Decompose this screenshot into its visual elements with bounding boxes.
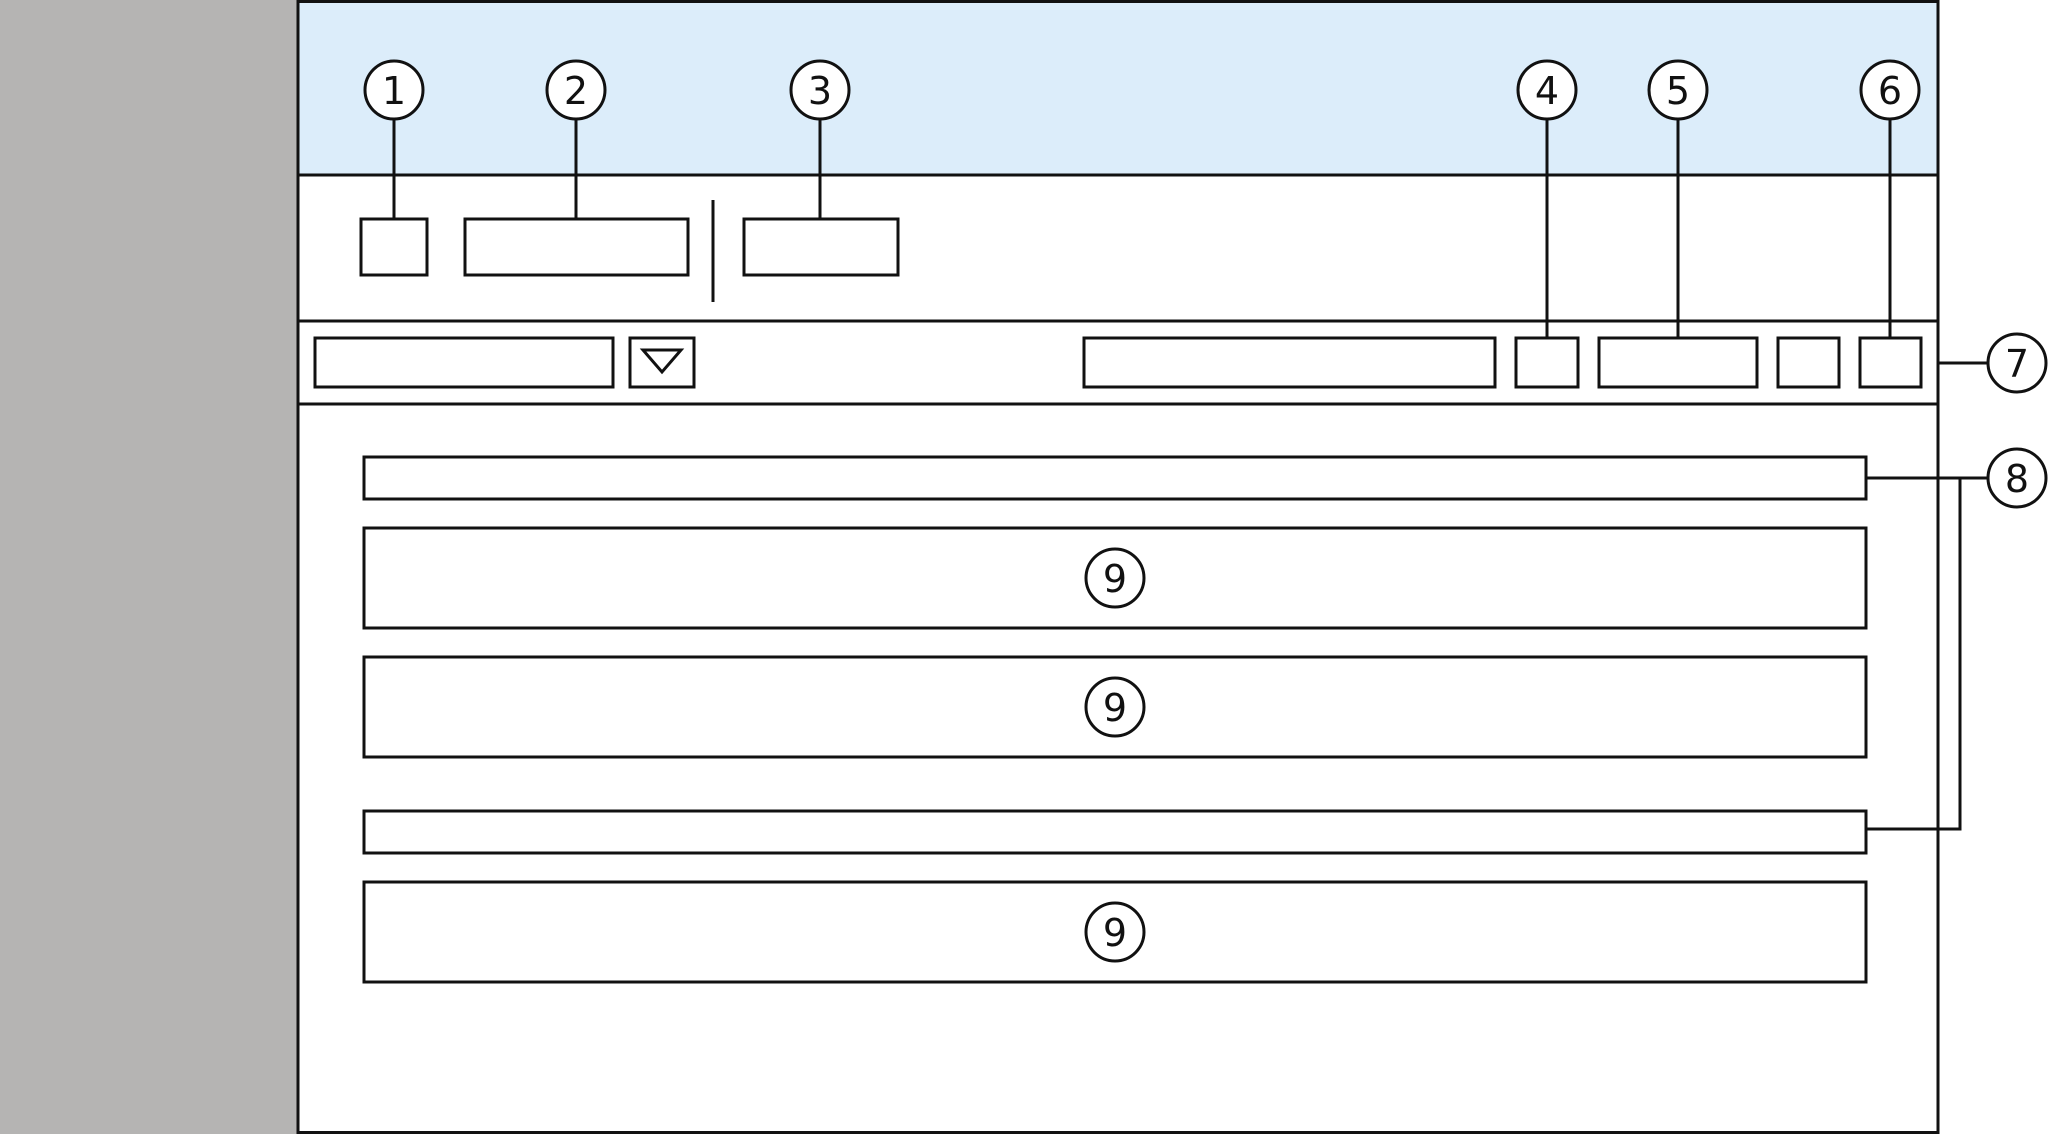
callout-7: 7 xyxy=(1986,332,2048,394)
section-header-bar-1 xyxy=(362,455,1868,501)
callout-2-number: 2 xyxy=(564,69,588,113)
callout-5: 5 xyxy=(1647,59,1709,121)
bar-wide-button[interactable] xyxy=(1597,336,1759,389)
bar-square-button-3[interactable] xyxy=(1858,336,1923,389)
leader-line-8-top xyxy=(1866,476,1962,831)
callout-9-block-1: 9 xyxy=(1084,547,1146,609)
callout-9-block-3: 9 xyxy=(1084,901,1146,963)
callout-2: 2 xyxy=(545,59,607,121)
toolbar-wide-field[interactable] xyxy=(463,217,690,277)
callout-8: 8 xyxy=(1986,447,2048,509)
callout-9-block-2: 9 xyxy=(1084,676,1146,738)
callout-3: 3 xyxy=(789,59,851,121)
callout-5-number: 5 xyxy=(1666,69,1690,113)
callout-1: 1 xyxy=(363,59,425,121)
callout-4: 4 xyxy=(1516,59,1578,121)
toolbar-medium-field[interactable] xyxy=(742,217,900,277)
callout-8-number: 8 xyxy=(2005,457,2029,501)
callout-4-number: 4 xyxy=(1535,69,1559,113)
search-field[interactable] xyxy=(1082,336,1497,389)
bar-square-button-2[interactable] xyxy=(1776,336,1841,389)
sidebar-panel xyxy=(0,0,298,1134)
section-header-bar-2 xyxy=(362,809,1868,855)
callout-9-number: 9 xyxy=(1103,557,1127,601)
dropdown-field[interactable] xyxy=(313,336,615,389)
callout-3-number: 3 xyxy=(808,69,832,113)
toolbar-square-button[interactable] xyxy=(359,217,429,277)
callout-7-number: 7 xyxy=(2005,342,2029,386)
callout-9-number: 9 xyxy=(1103,911,1127,955)
callout-9-number: 9 xyxy=(1103,686,1127,730)
dropdown-arrow-icon xyxy=(639,348,685,375)
callout-6-number: 6 xyxy=(1878,69,1902,113)
dropdown-toggle-button[interactable] xyxy=(628,336,696,389)
bar-square-button-1[interactable] xyxy=(1514,336,1580,389)
callout-6: 6 xyxy=(1859,59,1921,121)
callout-1-number: 1 xyxy=(382,69,406,113)
